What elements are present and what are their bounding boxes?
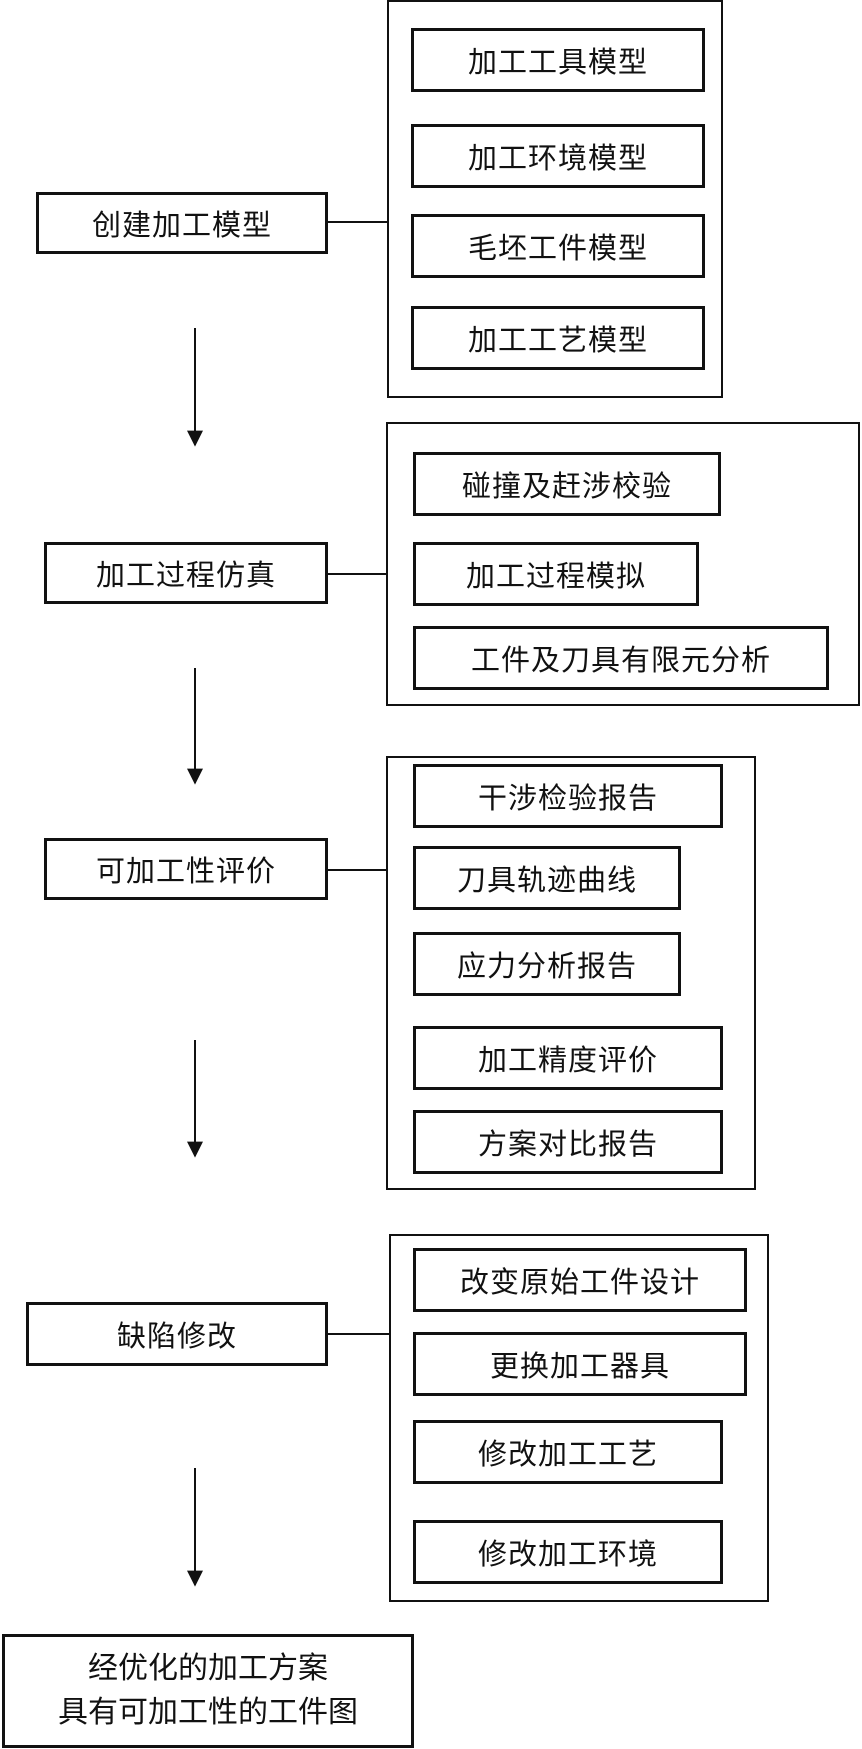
detail-label: 方案对比报告: [477, 1127, 658, 1161]
detail-box: 加工环境模型: [411, 124, 705, 188]
detail-label: 毛坯工件模型: [467, 231, 648, 265]
detail-box: 方案对比报告: [413, 1110, 723, 1174]
detail-box: 干涉检验报告: [413, 764, 723, 828]
detail-box: 改变原始工件设计: [413, 1248, 747, 1312]
detail-box: 毛坯工件模型: [411, 214, 705, 278]
detail-label: 加工工具模型: [467, 45, 648, 79]
step-box-defect-fix: 缺陷修改: [26, 1302, 328, 1366]
final-line-2: 具有可加工性的工件图: [58, 1695, 358, 1730]
detail-box: 加工过程模拟: [413, 542, 699, 606]
step-label: 加工过程仿真: [95, 558, 276, 592]
detail-box: 工件及刀具有限元分析: [413, 626, 829, 690]
detail-label: 加工工艺模型: [467, 323, 648, 357]
detail-label: 修改加工工艺: [477, 1437, 658, 1471]
detail-box: 碰撞及赶涉校验: [413, 452, 721, 516]
detail-label: 加工精度评价: [477, 1043, 658, 1077]
detail-box: 修改加工工艺: [413, 1420, 723, 1484]
step-label: 创建加工模型: [91, 208, 272, 242]
detail-label: 工件及刀具有限元分析: [470, 643, 771, 677]
detail-box: 加工工具模型: [411, 28, 705, 92]
step-box-process-simulation: 加工过程仿真: [44, 542, 328, 604]
detail-box: 加工工艺模型: [411, 306, 705, 370]
detail-label: 刀具轨迹曲线: [456, 863, 637, 897]
step-box-machinability-eval: 可加工性评价: [44, 838, 328, 900]
detail-label: 干涉检验报告: [477, 781, 658, 815]
final-line-1: 经优化的加工方案: [88, 1651, 328, 1686]
detail-label: 加工环境模型: [467, 141, 648, 175]
detail-label: 改变原始工件设计: [459, 1265, 700, 1299]
detail-box: 更换加工器具: [413, 1332, 747, 1396]
detail-box: 修改加工环境: [413, 1520, 723, 1584]
detail-label: 加工过程模拟: [465, 559, 646, 593]
final-result-box: 经优化的加工方案 具有可加工性的工件图: [2, 1634, 414, 1748]
detail-label: 修改加工环境: [477, 1537, 658, 1571]
detail-label: 更换加工器具: [489, 1349, 670, 1383]
detail-box: 刀具轨迹曲线: [413, 846, 681, 910]
detail-box: 加工精度评价: [413, 1026, 723, 1090]
step-box-create-model: 创建加工模型: [36, 192, 328, 254]
step-label: 可加工性评价: [95, 854, 276, 888]
detail-box: 应力分析报告: [413, 932, 681, 996]
detail-label: 碰撞及赶涉校验: [461, 469, 672, 503]
step-label: 缺陷修改: [116, 1319, 237, 1353]
detail-label: 应力分析报告: [456, 949, 637, 983]
